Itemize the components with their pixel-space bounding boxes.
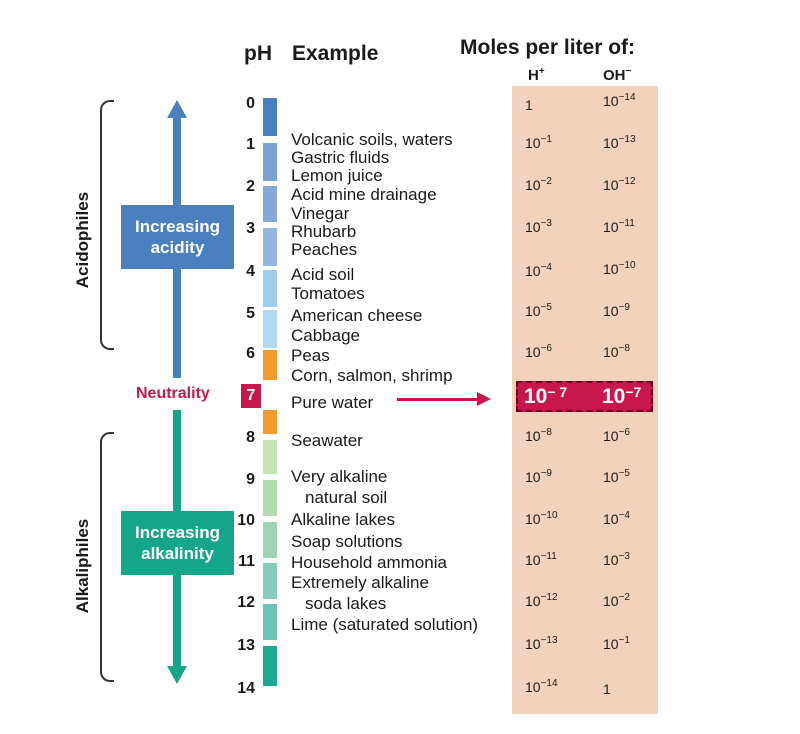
ph-number: 9 (246, 471, 255, 488)
example-item: natural soil (305, 488, 388, 507)
ph-number: 10 (237, 512, 255, 529)
oh-ion-value: 10−9 (603, 302, 630, 319)
ph-number-neutral: 7 (241, 384, 261, 408)
ph-bar-segment (263, 646, 277, 686)
h-ion-value: 10−1 (525, 134, 552, 151)
h-ion-value: 10−10 (525, 510, 558, 527)
example-item: Alkaline lakes (291, 510, 395, 529)
h-ion-value: 10−3 (525, 218, 552, 235)
ph-bar-segment (263, 440, 277, 474)
example-item: soda lakes (305, 594, 387, 613)
oh-ion-value: 10−6 (603, 427, 630, 444)
neutrality-label: Neutrality (136, 385, 210, 402)
ph-number: 13 (237, 637, 255, 654)
acidity-arrow-head (167, 100, 187, 118)
h-ion-value: 10−5 (525, 302, 552, 319)
oh-ion-value: 10−1 (603, 635, 630, 652)
h-ion-value: 10−11 (525, 551, 557, 568)
h-ion-value: 10−2 (525, 176, 552, 193)
h-ion-value: 10−12 (525, 592, 558, 609)
ph-bar-segment (263, 186, 277, 222)
ph-number: 3 (246, 220, 255, 237)
ph-bar-segment (263, 228, 277, 266)
alkalinity-arrow-head (167, 666, 187, 684)
oh-ion-value: 10−10 (603, 260, 636, 277)
example-item: Peas (291, 346, 330, 365)
example-item: Gastric fluids (291, 148, 390, 167)
ph-bar-segment (263, 310, 277, 348)
example-item: Lime (saturated solution) (291, 615, 479, 634)
ph-bar-segment (263, 350, 277, 380)
h-ion-value: 10−14 (525, 678, 558, 695)
oh-ion-value: 10−8 (603, 343, 630, 360)
oh-ion-value-neutral: 10−7 (602, 384, 642, 408)
example-item: Vinegar (291, 204, 350, 223)
alkaliphiles-brace (100, 432, 114, 682)
h-ion-value: 10−4 (525, 262, 552, 279)
acidophiles-brace (100, 100, 114, 350)
example-item: Tomatoes (291, 284, 365, 303)
example-item: Rhubarb (291, 222, 357, 241)
example-item: Seawater (291, 431, 363, 450)
ph-number: 11 (238, 553, 255, 570)
example-item: Very alkaline (291, 467, 388, 486)
ph-number: 12 (237, 594, 255, 611)
ph-number: 0 (246, 95, 255, 112)
oh-ion-value: 10−2 (603, 592, 630, 609)
h-ion-value: 10−13 (525, 635, 558, 652)
h-ion-value: 10−9 (525, 468, 552, 485)
alkaliphiles-label: Alkaliphiles (73, 518, 92, 614)
example-item: Volcanic soils, waters (291, 130, 453, 149)
ph-number: 6 (246, 345, 255, 362)
oh-ion-value: 10−4 (603, 510, 630, 527)
ph-number: 8 (246, 429, 255, 446)
pure-water-arrow-line (397, 398, 479, 401)
ph-bar-segment (263, 270, 277, 307)
example-item: Household ammonia (291, 553, 447, 572)
example-item: Acid mine drainage (291, 185, 437, 204)
h-ion-value: 1 (525, 97, 533, 113)
ph-number: 4 (246, 263, 255, 280)
oh-ion-value: 10−14 (603, 92, 636, 109)
ph-number: 14 (237, 680, 255, 697)
moles-column-header: Moles per liter of: (460, 36, 636, 59)
ph-bar-segment (263, 563, 277, 599)
example-item: Soap solutions (291, 532, 403, 551)
h-ion-value: 10−8 (525, 427, 552, 444)
example-item: Lemon juice (291, 166, 383, 185)
h-ion-value-neutral: 10− 7 (524, 384, 568, 408)
ph-bar-segment (263, 604, 277, 640)
oh-ion-value: 10−12 (603, 176, 636, 193)
example-item: Acid soil (291, 265, 355, 284)
example-item: American cheese (291, 306, 423, 325)
increasing-acidity-callout: Increasing acidity (121, 205, 234, 269)
oh-ion-value: 10−3 (603, 551, 630, 568)
oh-ion-value: 10−13 (603, 134, 636, 151)
oh-ion-value: 10−5 (603, 468, 630, 485)
oh-ion-value: 10−11 (603, 218, 635, 235)
example-item: Corn, salmon, shrimp (291, 366, 453, 385)
example-item-pure-water: Pure water (291, 393, 374, 412)
neutral-moles-highlight (516, 381, 653, 412)
ph-number: 1 (246, 136, 255, 153)
ph-column-header: pH (244, 42, 272, 65)
increasing-alkalinity-callout: Increasing alkalinity (121, 511, 234, 575)
ph-bar-segment (263, 522, 277, 558)
example-column-header: Example (292, 42, 379, 65)
example-item: Peaches (291, 240, 358, 259)
ph-number: 2 (246, 178, 255, 195)
acidophiles-label: Acidophiles (73, 191, 92, 289)
ph-number: 5 (246, 305, 255, 322)
example-item: Cabbage (291, 326, 361, 345)
ph-bar-segment (263, 143, 277, 181)
h-ion-value: 10−6 (525, 343, 552, 360)
pure-water-arrow-head (477, 392, 491, 406)
h-ion-header: H+ (528, 66, 545, 84)
oh-ion-value: 1 (603, 681, 611, 697)
ph-bar-segment (263, 410, 277, 434)
ph-bar-segment (263, 98, 277, 136)
example-item: Extremely alkaline (291, 573, 429, 592)
ph-bar-segment (263, 480, 277, 516)
oh-ion-header: OH− (603, 66, 632, 84)
